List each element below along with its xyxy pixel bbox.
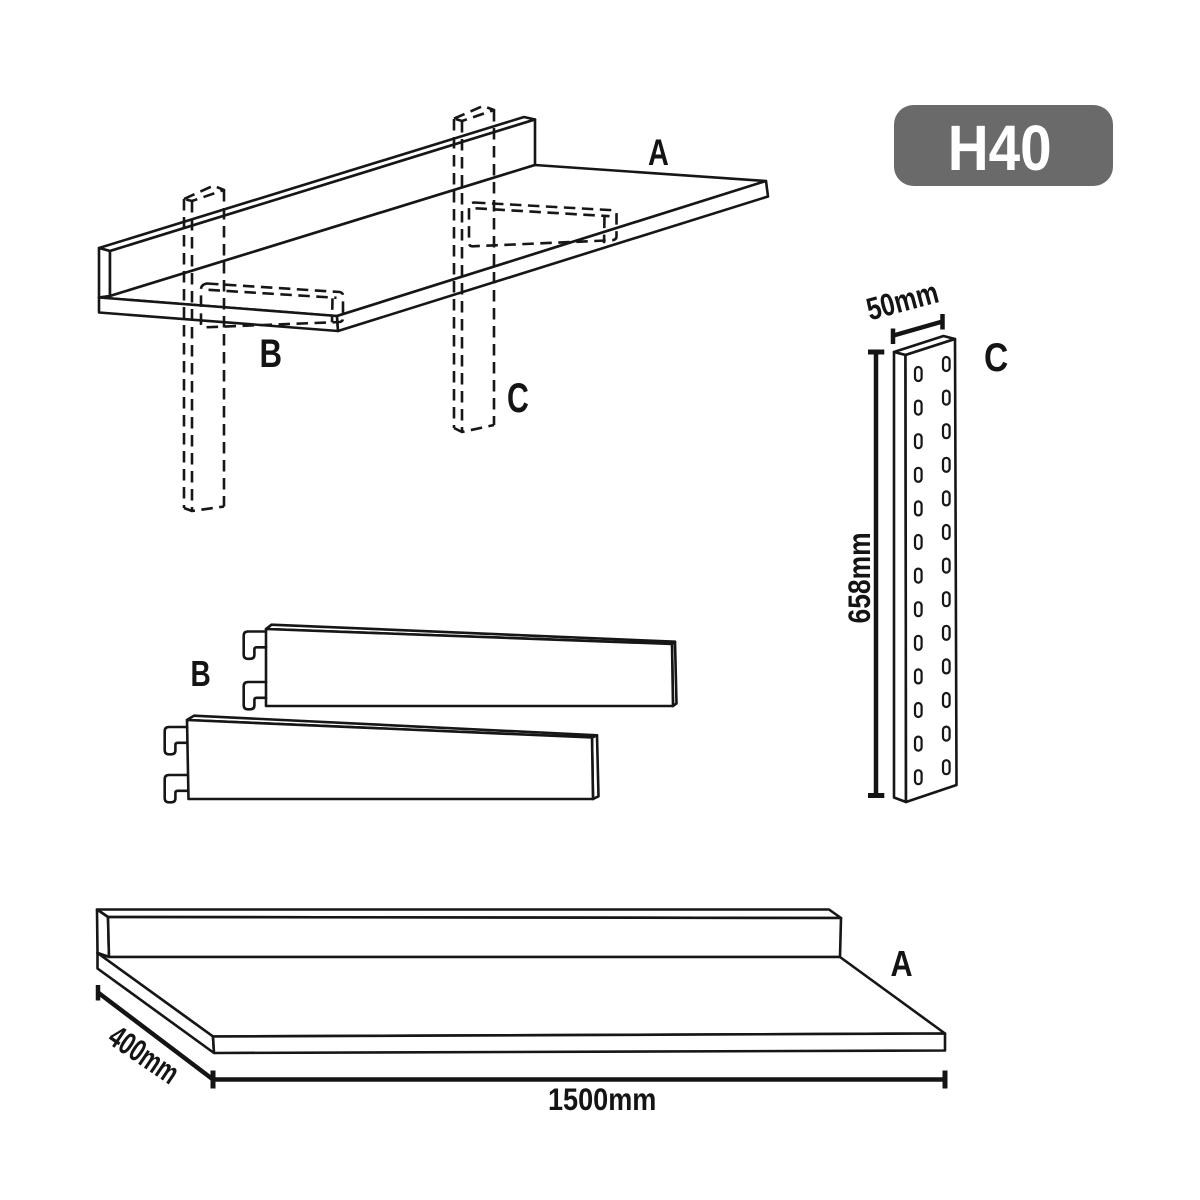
svg-text:B: B [260,331,283,376]
svg-text:A: A [891,945,913,985]
svg-text:B: B [191,654,211,694]
svg-text:658mm: 658mm [843,532,878,623]
svg-text:A: A [648,133,669,174]
svg-text:1500mm: 1500mm [548,1082,656,1117]
svg-text:C: C [984,335,1008,379]
svg-text:C: C [507,374,529,421]
svg-text:H40: H40 [948,112,1052,184]
